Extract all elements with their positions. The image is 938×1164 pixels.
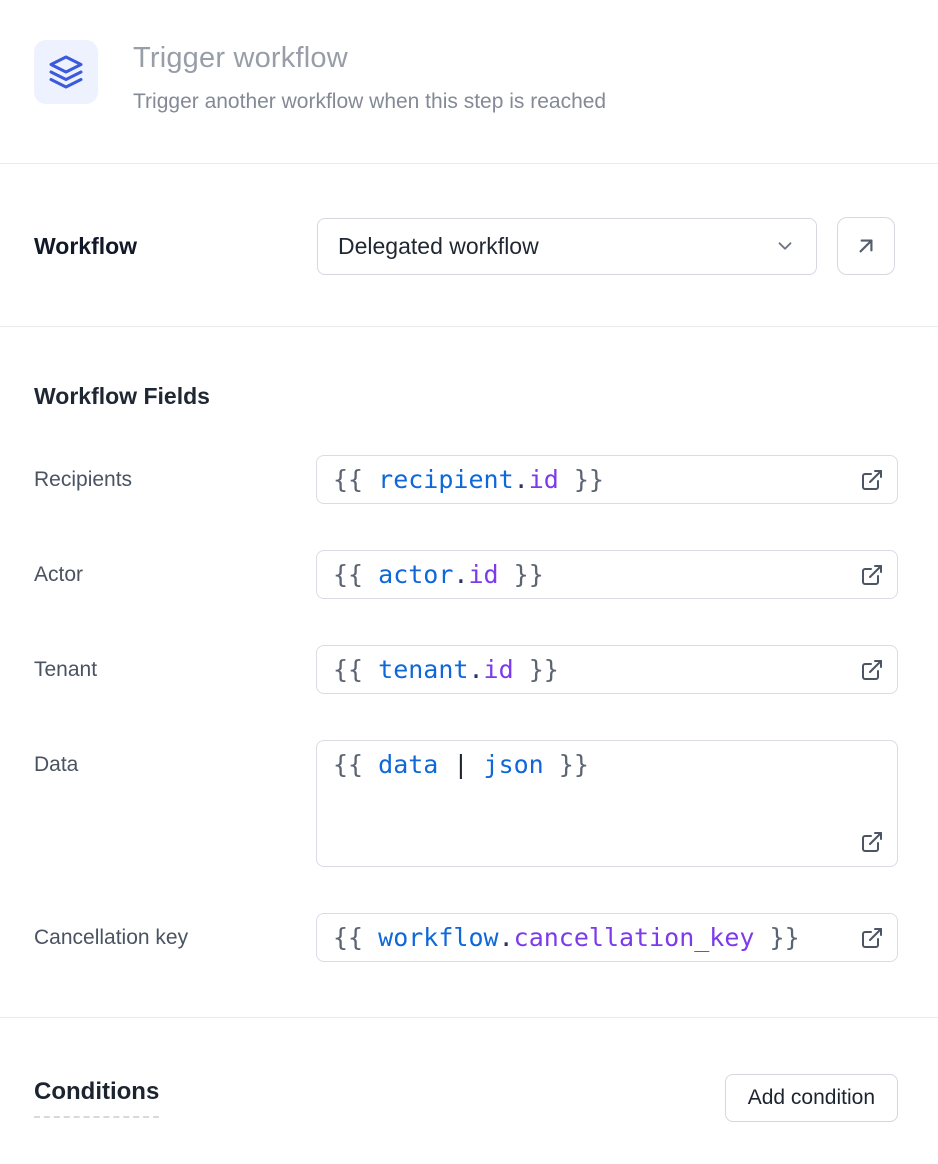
field-label: Actor [34, 563, 84, 586]
page-subtitle: Trigger another workflow when this step … [133, 90, 607, 113]
field-row-data: Data {{ data | json }} [34, 740, 898, 867]
field-row-tenant: Tenant {{ tenant.id }} [34, 645, 898, 694]
divider [0, 326, 938, 327]
actor-input[interactable]: {{ actor.id }} [316, 550, 898, 599]
field-label: Recipients [34, 468, 133, 491]
add-condition-button[interactable]: Add condition [724, 1074, 898, 1122]
field-row-cancellation-key: Cancellation key {{ workflow.cancellatio… [34, 913, 898, 962]
field-label: Data [34, 753, 79, 776]
external-link-icon[interactable] [860, 468, 884, 492]
field-row-recipients: Recipients {{ recipient.id }} [34, 455, 898, 504]
workflow-fields-heading: Workflow Fields [34, 383, 210, 409]
page-title: Trigger workflow [133, 42, 348, 74]
divider [0, 163, 938, 164]
conditions-heading: Conditions [34, 1078, 160, 1118]
field-label: Cancellation key [34, 926, 189, 949]
external-link-icon[interactable] [860, 563, 884, 587]
open-workflow-button[interactable] [837, 217, 895, 275]
workflow-fields-section: Workflow Fields Recipients {{ recipient.… [0, 327, 938, 1017]
field-label: Tenant [34, 658, 98, 681]
workflow-selector-row: Workflow Delegated workflow [0, 164, 938, 326]
external-link-icon[interactable] [860, 658, 884, 682]
liquid-template-value: {{ tenant.id }} [333, 655, 559, 684]
conditions-section: Conditions Add condition [0, 1018, 938, 1122]
external-link-icon[interactable] [860, 926, 884, 950]
liquid-template-value: {{ recipient.id }} [333, 465, 604, 494]
arrow-up-right-icon [853, 233, 879, 259]
recipients-input[interactable]: {{ recipient.id }} [316, 455, 898, 504]
cancellation-key-input[interactable]: {{ workflow.cancellation_key }} [316, 913, 898, 962]
divider [0, 1017, 938, 1018]
tenant-input[interactable]: {{ tenant.id }} [316, 645, 898, 694]
workflow-select-value: Delegated workflow [338, 232, 539, 259]
liquid-template-value: {{ data | json }} [333, 750, 589, 779]
data-input[interactable]: {{ data | json }} [316, 740, 898, 867]
external-link-icon[interactable] [860, 830, 884, 854]
step-header: Trigger workflow Trigger another workflo… [0, 0, 938, 163]
workflow-label: Workflow [34, 232, 138, 259]
layers-icon [34, 40, 98, 104]
liquid-template-value: {{ workflow.cancellation_key }} [333, 923, 800, 952]
field-row-actor: Actor {{ actor.id }} [34, 550, 898, 599]
liquid-template-value: {{ actor.id }} [333, 560, 544, 589]
workflow-select[interactable]: Delegated workflow [317, 217, 817, 275]
chevron-down-icon [774, 235, 796, 257]
